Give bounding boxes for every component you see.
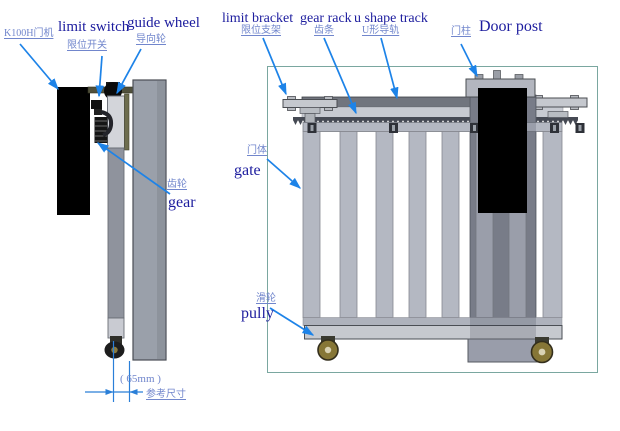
label-gate-zh: 门体 <box>247 145 267 156</box>
label-u-shape-track-en: u shape track <box>354 11 428 26</box>
label-k100h-motor: K100H门机 <box>4 28 54 39</box>
side-pulley <box>104 336 125 359</box>
label-pulley-en: pully <box>241 305 274 322</box>
label-gear-rack-en: gear rack <box>300 11 352 26</box>
gate-slats <box>302 131 563 318</box>
side-motor-body <box>57 87 90 215</box>
front-frame-border <box>267 66 598 373</box>
front-motor-body <box>478 88 527 213</box>
leader-gate <box>266 158 302 189</box>
label-gear-en: gear <box>168 194 196 211</box>
front-left-pulley <box>317 336 339 361</box>
leader-lines <box>19 37 478 336</box>
leader-limit-bracket <box>262 37 287 96</box>
front-gate <box>302 122 563 340</box>
label-door-post-en: Door post <box>479 18 543 35</box>
side-bracket-arm <box>100 110 114 137</box>
label-gear-rack-zh: 齿条 <box>314 25 334 36</box>
front-left-limit-bracket <box>282 96 338 123</box>
front-view <box>267 66 598 373</box>
front-right-pulley <box>530 337 554 364</box>
label-limit-switch-en: limit switch <box>58 19 130 35</box>
leader-pulley <box>269 307 315 336</box>
side-gate-bar-foot <box>107 317 125 339</box>
label-dimension-note: 参考尺寸 <box>146 389 186 400</box>
label-gear-zh: 齿轮 <box>167 179 187 190</box>
label-door-post-zh: 门柱 <box>451 26 471 37</box>
side-rack-strip <box>124 93 130 151</box>
side-door-post-shade <box>157 81 165 359</box>
side-limit-switch <box>91 100 102 115</box>
side-door-post <box>132 79 167 361</box>
side-view <box>57 79 167 402</box>
label-limit-bracket-en: limit bracket <box>222 11 294 26</box>
leader-door-post <box>460 43 478 78</box>
side-gate-bar <box>107 147 125 319</box>
leader-gear-rack <box>323 37 357 115</box>
label-guide-wheel-en: guide wheel <box>127 15 200 31</box>
label-gate-en: gate <box>234 162 261 179</box>
gate-top-rail <box>302 122 563 132</box>
front-door-post-foot <box>467 338 539 363</box>
front-rack-clamps <box>307 123 585 133</box>
leader-gear <box>96 142 171 195</box>
label-limit-switch-zh: 限位开关 <box>67 40 107 51</box>
label-pulley-zh: 滑轮 <box>256 293 276 304</box>
label-guide-wheel-zh: 导向轮 <box>136 34 166 45</box>
label-dimension-value: ( 65mm ) <box>120 373 161 385</box>
leader-guide-wheel <box>116 48 142 95</box>
leader-limit-switch <box>95 55 105 98</box>
side-gear <box>94 117 108 143</box>
label-u-shape-track-zh: U形导轨 <box>362 25 400 36</box>
dimension-65mm <box>85 341 143 402</box>
leader-k100h <box>19 43 59 91</box>
leader-u-track <box>380 37 399 100</box>
label-limit-bracket-zh: 限位支架 <box>241 25 281 36</box>
